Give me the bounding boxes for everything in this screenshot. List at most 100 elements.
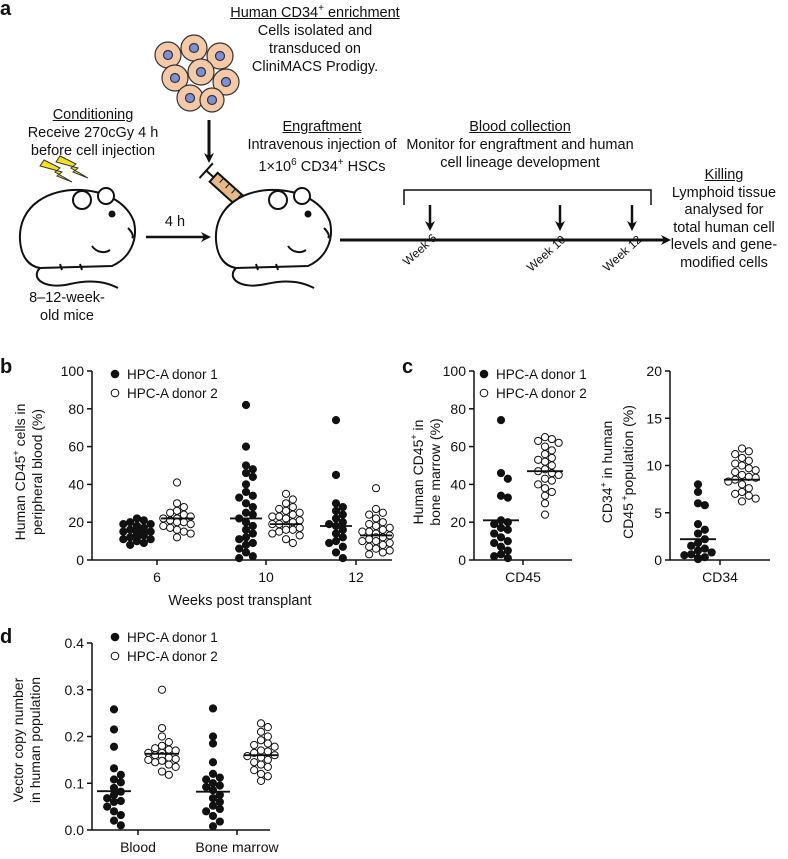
- panel-d-donor1-point: [109, 705, 119, 714]
- panel-b-legend-donor-2: HPC-A donor 2: [127, 386, 218, 401]
- panel-b-donor1-point: [331, 537, 341, 546]
- panel-b-donor1-point: [241, 400, 251, 410]
- panel-b-donor1-point: [338, 554, 347, 563]
- panel-b-donor1-point: [338, 525, 347, 534]
- engraftment-title: Engraftment: [282, 119, 362, 135]
- panel-b-donor1-point: [241, 533, 251, 542]
- panel-d-donor1-point: [109, 790, 119, 800]
- panel-b-donor2-point: [172, 506, 182, 515]
- panel-c-legend-open-marker: [479, 388, 489, 398]
- panel-c-left-donor2-point: [540, 442, 550, 451]
- panel-c-left-ytick-label: 0: [458, 552, 466, 568]
- panel-c-left-donor2-point: [534, 455, 543, 464]
- panel-b-donor1-point: [338, 542, 347, 551]
- panel-b-donor1-point: [248, 502, 257, 512]
- blood-title: Blood collection: [469, 119, 571, 135]
- panel-d-donor2-point: [157, 723, 167, 733]
- killing-title: Killing: [704, 167, 744, 183]
- panel-d-xtick-label: Bone marrow: [195, 839, 279, 855]
- panel-d-donor2-point: [157, 732, 167, 741]
- panel-d-donor2-point: [144, 748, 153, 757]
- panel-c-right-donor2-point: [731, 459, 740, 468]
- panel-b-donor1-point: [248, 491, 257, 500]
- panel-b-donor2-point: [179, 527, 188, 536]
- engraftment-sup-1: 6: [291, 157, 297, 168]
- panel-d-donor2-point: [263, 739, 272, 748]
- panel-b-donor1-point: [338, 533, 347, 542]
- panel-d-donor2-point: [263, 772, 272, 781]
- blood-line-2: cell lineage development: [440, 155, 600, 171]
- panel-b-donor1-point: [139, 523, 148, 532]
- panel-a-letter: a: [0, 0, 12, 20]
- cell-cluster-icon: [154, 34, 240, 113]
- panel-b-donor2-point: [365, 535, 374, 544]
- panel-d-donor2-point: [256, 760, 266, 769]
- panel-b-donor2-point: [172, 533, 182, 542]
- panel-d-donor1-point: [215, 817, 224, 826]
- panel-c-left-donor1-point: [503, 474, 512, 483]
- panel-b-ytick-label: 60: [68, 439, 84, 455]
- mouse-right-icon: [214, 187, 332, 289]
- panel-b-donor2-point: [281, 489, 291, 498]
- panel-b-donor1-point: [248, 538, 257, 548]
- killing-line-5: modified cells: [680, 254, 768, 271]
- panel-d-donor2-point: [250, 740, 259, 750]
- panel-c-left-donor1-point: [503, 554, 512, 563]
- panel-b-ytick-label: 40: [68, 476, 84, 492]
- panel-c-right-ytick-label: 10: [646, 458, 662, 474]
- panel-d-donor2-point: [243, 752, 252, 761]
- panel-d-donor1-point: [109, 725, 119, 734]
- conditioning-title: Conditioning: [52, 107, 134, 123]
- panel-d-donor1-point: [208, 758, 218, 767]
- panel-d-donor1-point: [109, 797, 119, 807]
- panel-d-legend-open-marker: [110, 651, 120, 661]
- panel-d-donor1-point: [103, 802, 112, 811]
- panel-c-left-ytick-label: 20: [450, 514, 466, 530]
- panel-d-donor2-point: [263, 747, 272, 756]
- panel-c-right-ytick-label: 0: [654, 552, 662, 568]
- panel-b-donor2-point: [281, 499, 291, 508]
- panel-d-donor1-point: [116, 796, 125, 806]
- enrichment-text: Human CD34+ enrichment Cells isolated an…: [220, 0, 410, 76]
- panel-d-legend-donor-1: HPC-A donor 1: [127, 630, 218, 645]
- panel-c-left-donor2-point: [547, 453, 556, 463]
- panel-b-donor1-point: [126, 533, 135, 542]
- panel-b-donor2-point: [295, 516, 304, 525]
- panel-d-ytick-label: 0.2: [65, 729, 85, 745]
- panel-b-donor2-point: [268, 529, 277, 538]
- panel-c-left-donor2-point: [540, 510, 550, 519]
- panel-c-letter: c: [402, 356, 414, 378]
- panel-c-right-donor1-point: [693, 499, 703, 508]
- panel-d-donor2-point: [256, 719, 266, 728]
- panel-b-donor1-point: [331, 499, 341, 508]
- panel-b-donor2-point: [288, 495, 297, 504]
- panel-b-legend-filled-marker: [110, 369, 120, 379]
- panel-b-donor1-point: [331, 506, 341, 515]
- panel-d-donor2-point: [263, 755, 272, 764]
- killing-text: Killing Lymphoid tissue analysed for tot…: [665, 167, 783, 272]
- panel-d-donor2-point: [171, 754, 180, 764]
- panel-b-xtick-label: 6: [153, 569, 161, 585]
- panel-d-donor1-point: [109, 742, 119, 751]
- panel-d-donor2-point: [157, 767, 167, 776]
- panel-c-right-donor2-point: [731, 468, 740, 477]
- panel-b-donor2-point: [385, 538, 394, 548]
- panel-c-left-donor1-point: [496, 523, 506, 532]
- panel-b-donor2-point: [268, 512, 277, 521]
- panel-b-donor2-point: [295, 523, 304, 532]
- collection-bracket: [403, 189, 652, 205]
- panel-d-donor1-point: [215, 804, 224, 814]
- panel-c-legend-donor-2: HPC-A donor 2: [496, 386, 587, 401]
- mouse-left-icon: [18, 187, 136, 289]
- radiation-bolt-icon: [39, 155, 89, 183]
- panel-c-left-donor2-point: [534, 436, 543, 446]
- panel-b-donor2-point: [371, 544, 381, 553]
- panel-c-left-donor2-point: [547, 487, 556, 497]
- panel-d-letter: d: [0, 626, 13, 648]
- panel-b-donor2-point: [288, 510, 297, 519]
- killing-line-2: analysed for: [684, 202, 764, 218]
- panel-b-donor1-point: [132, 514, 142, 523]
- panel-c-right-donor1-point: [707, 548, 716, 557]
- panel-b-donor2-point: [385, 523, 394, 532]
